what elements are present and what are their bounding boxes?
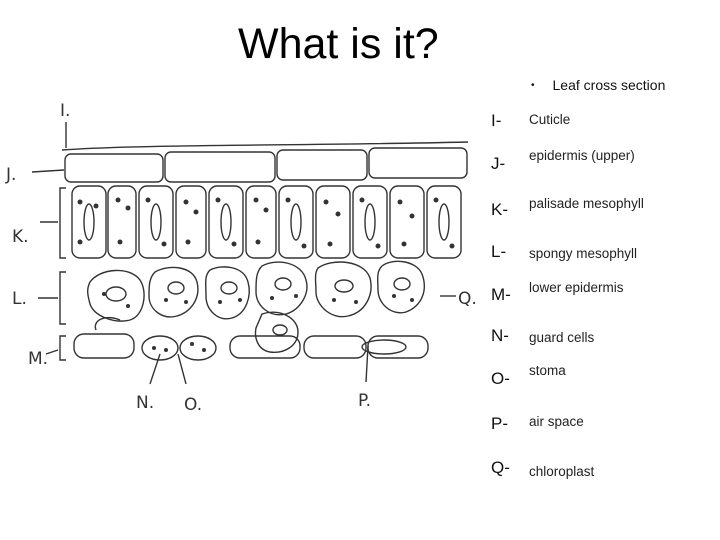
callout-m: M. — [28, 349, 48, 369]
label-term-j: epidermis (upper) — [529, 148, 635, 163]
label-letter-j: J- — [491, 154, 506, 173]
label-letter-q: Q- — [491, 458, 510, 477]
label-letter-p: P- — [491, 414, 508, 433]
label-term-n: guard cells — [529, 330, 595, 345]
upper-epidermis-cell — [368, 147, 468, 179]
label-letter-n: N- — [491, 326, 509, 345]
callout-j: J. — [5, 165, 16, 185]
palisade-layer — [71, 185, 462, 259]
upper-epidermis-cell — [276, 149, 368, 181]
label-letter-m: M- — [491, 285, 511, 304]
leader-o — [177, 353, 187, 385]
label-term-m: lower epidermis — [529, 280, 624, 295]
label-letter-k: K- — [491, 200, 508, 219]
bracket-l — [59, 271, 66, 325]
label-letter-o: O- — [491, 369, 510, 388]
page-title: What is it? — [238, 20, 439, 68]
upper-epidermis-cell — [164, 151, 276, 183]
cuticle-line — [61, 141, 469, 151]
callout-letters: I. J. K. L. M. N. O. P. Q. — [5, 101, 477, 415]
label-letter-l: L- — [491, 242, 507, 261]
callout-i: I. — [60, 101, 70, 121]
callout-q: Q. — [458, 289, 477, 309]
label-term-i: Cuticle — [529, 112, 571, 127]
lower-epidermis-layer — [73, 333, 429, 361]
leaf-cross-section-drawing: I. J. K. L. M. N. O. P. Q. — [0, 82, 488, 442]
label-term-o: stoma — [529, 363, 566, 378]
bullet-icon: • — [531, 80, 535, 91]
bracket-m — [59, 335, 66, 361]
leader-n — [149, 353, 161, 385]
label-term-q: chloroplast — [529, 464, 595, 479]
label-letter-i: I- — [491, 111, 502, 130]
leader-p — [365, 345, 369, 383]
callout-l: L. — [12, 289, 27, 309]
subtitle-text: Leaf cross section — [552, 77, 666, 93]
label-term-k: palisade mesophyll — [529, 196, 644, 211]
bracket-k — [59, 187, 66, 259]
subtitle: • Leaf cross section — [531, 77, 665, 93]
callout-n: N. — [136, 393, 154, 413]
upper-epidermis-cell — [64, 153, 164, 183]
leader-j — [31, 169, 65, 173]
callout-k: K. — [12, 227, 29, 247]
label-term-p: air space — [529, 414, 584, 429]
spongy-layer — [87, 260, 425, 353]
chloroplast-dots — [77, 197, 455, 352]
label-term-l: spongy mesophyll — [529, 246, 638, 261]
leader-m — [45, 349, 59, 355]
callout-o: O. — [184, 395, 202, 415]
leaf-cross-section-svg: I. J. K. L. M. N. O. P. Q. — [5, 101, 477, 415]
callout-p: P. — [358, 391, 371, 411]
